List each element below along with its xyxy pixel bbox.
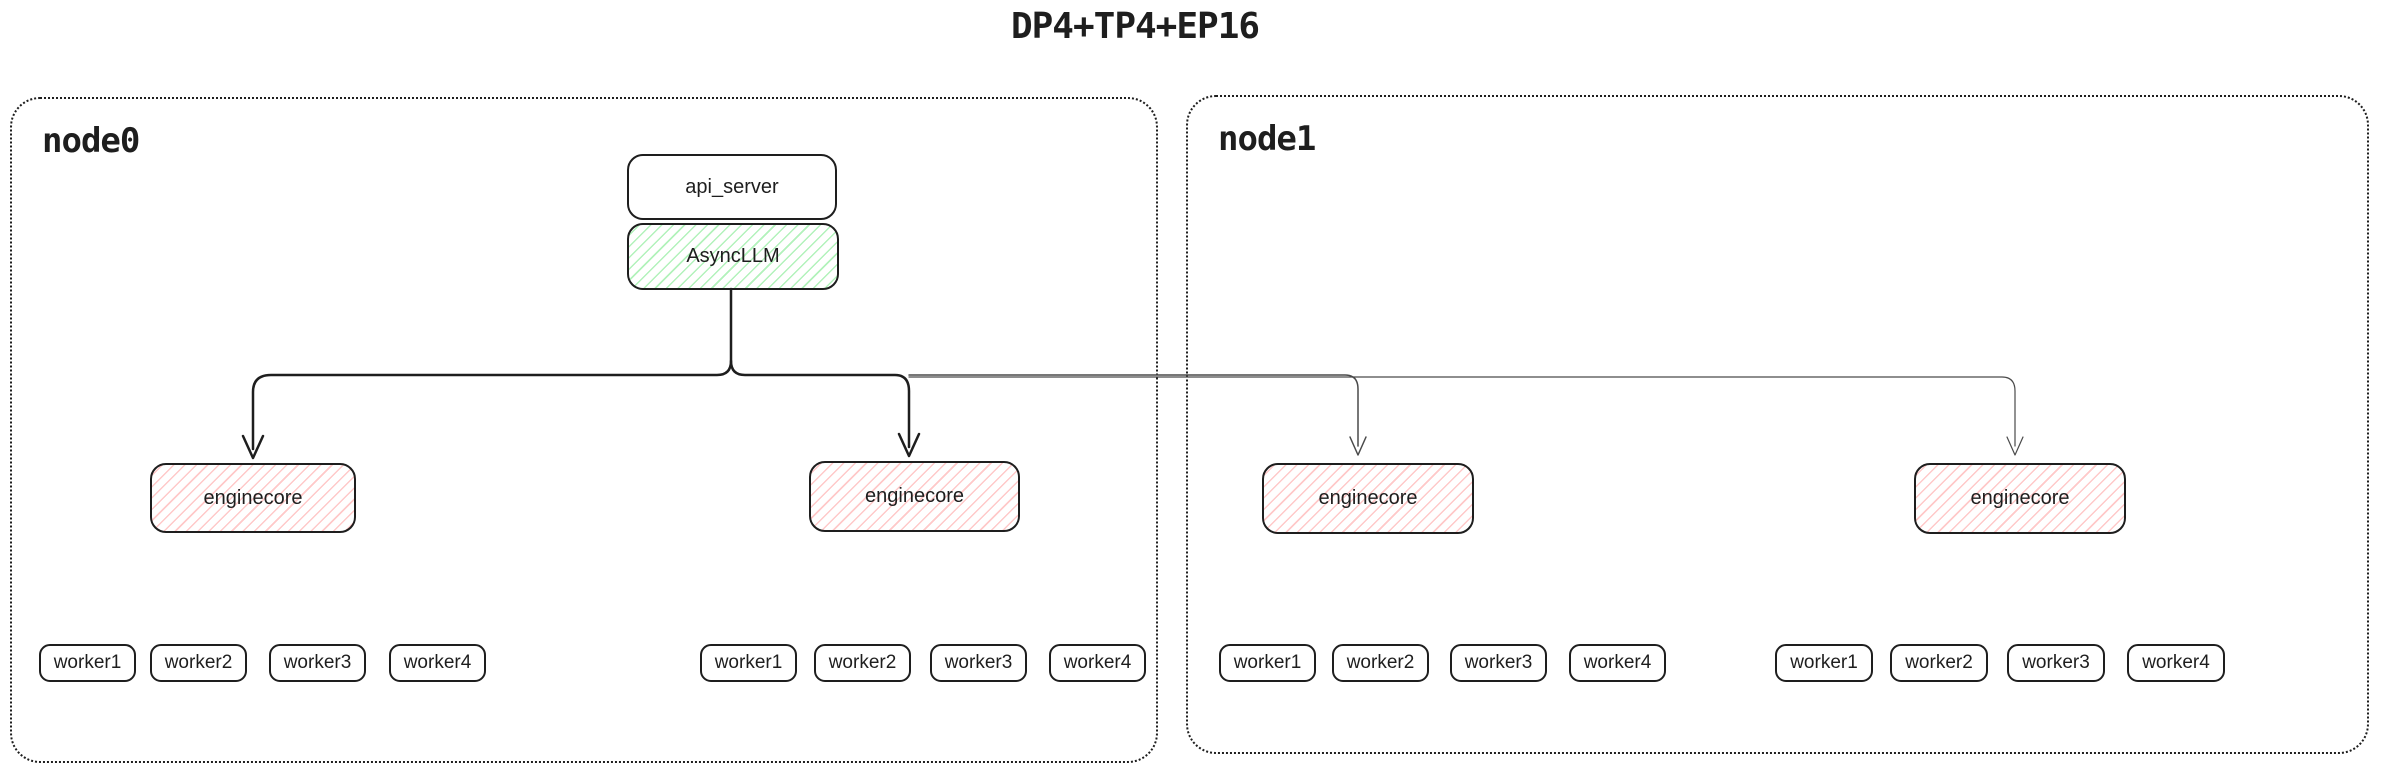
worker-box: worker2 (150, 644, 247, 682)
worker-box: worker3 (2007, 644, 2105, 682)
diagram-title: DP4+TP4+EP16 (1010, 6, 1260, 47)
enginecore-box: enginecore (1262, 463, 1474, 534)
worker-box: worker3 (269, 644, 366, 682)
node0-label: node0 (42, 121, 140, 161)
enginecore-box: enginecore (1914, 463, 2126, 534)
worker-box: worker4 (1049, 644, 1146, 682)
worker-box: worker2 (814, 644, 911, 682)
enginecore-box: enginecore (809, 461, 1020, 532)
worker-box: worker4 (2127, 644, 2225, 682)
node0-container: node0 api_server AsyncLLM enginecore eng… (10, 97, 1158, 763)
worker-box: worker3 (1450, 644, 1547, 682)
node1-label: node1 (1218, 119, 1316, 159)
worker-box: worker2 (1332, 644, 1429, 682)
api-server-box: api_server (627, 154, 837, 220)
worker-box: worker1 (1775, 644, 1873, 682)
node1-container: node1 enginecore enginecore worker1 work… (1186, 95, 2369, 754)
worker-box: worker2 (1890, 644, 1988, 682)
enginecore-box: enginecore (150, 463, 356, 533)
worker-box: worker1 (1219, 644, 1316, 682)
worker-box: worker4 (389, 644, 486, 682)
asyncllm-box: AsyncLLM (627, 223, 839, 290)
worker-box: worker3 (930, 644, 1027, 682)
worker-box: worker4 (1569, 644, 1666, 682)
worker-box: worker1 (39, 644, 136, 682)
worker-box: worker1 (700, 644, 797, 682)
